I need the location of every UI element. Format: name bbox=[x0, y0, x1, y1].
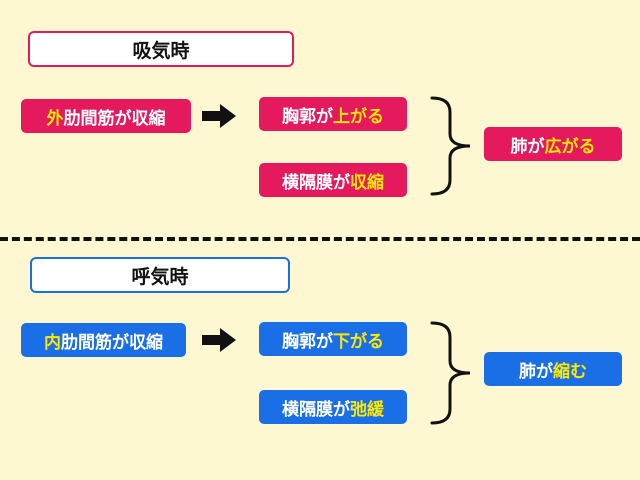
inhale-effect1-highlight: 上がる bbox=[333, 106, 384, 127]
exhale-result-text: 肺が bbox=[519, 361, 553, 382]
exhale-title-text: 呼気時 bbox=[131, 265, 189, 288]
inhale-cause-highlight: 外 bbox=[46, 108, 64, 129]
exhale-effect2-box: 横隔膜が弛緩 bbox=[259, 390, 407, 424]
exhale-cause-highlight: 内 bbox=[44, 332, 61, 353]
exhale-cause-box: 内肋間筋が収縮 bbox=[21, 323, 186, 357]
exhale-right-arrow-icon bbox=[202, 328, 236, 352]
inhale-effect2-box: 横隔膜が収縮 bbox=[259, 163, 407, 197]
exhale-title: 呼気時 bbox=[30, 257, 290, 293]
inhale-effect1-box: 胸郭が上がる bbox=[259, 97, 407, 131]
inhale-cause-box: 外肋間筋が収縮 bbox=[21, 99, 191, 133]
inhale-title-text: 吸気時 bbox=[132, 39, 190, 62]
inhale-result-highlight: 広がる bbox=[544, 136, 596, 157]
exhale-effect1-text: 胸郭が bbox=[282, 331, 333, 352]
inhale-effect2-highlight: 収縮 bbox=[350, 172, 384, 193]
exhale-result-box: 肺が縮む bbox=[484, 352, 622, 386]
inhale-title: 吸気時 bbox=[28, 31, 294, 67]
exhale-effect2-text: 横隔膜が bbox=[282, 399, 350, 420]
exhale-cause-text: 肋間筋が収縮 bbox=[61, 332, 163, 353]
exhale-effect1-box: 胸郭が下がる bbox=[259, 322, 407, 356]
exhale-brace-icon bbox=[430, 321, 471, 425]
inhale-result-text: 肺が bbox=[510, 136, 545, 157]
inhale-right-arrow-icon bbox=[202, 104, 236, 128]
exhale-effect1-highlight: 下がる bbox=[333, 331, 384, 352]
inhale-result-box: 肺が広がる bbox=[484, 127, 622, 161]
inhale-effect1-text: 胸郭が bbox=[282, 106, 333, 127]
inhale-effect2-text: 横隔膜が bbox=[282, 172, 350, 193]
exhale-effect2-highlight: 弛緩 bbox=[350, 399, 384, 420]
section-divider bbox=[0, 237, 640, 241]
inhale-brace-icon bbox=[430, 96, 471, 196]
inhale-cause-text: 肋間筋が収縮 bbox=[63, 108, 166, 129]
exhale-result-highlight: 縮む bbox=[553, 361, 587, 382]
